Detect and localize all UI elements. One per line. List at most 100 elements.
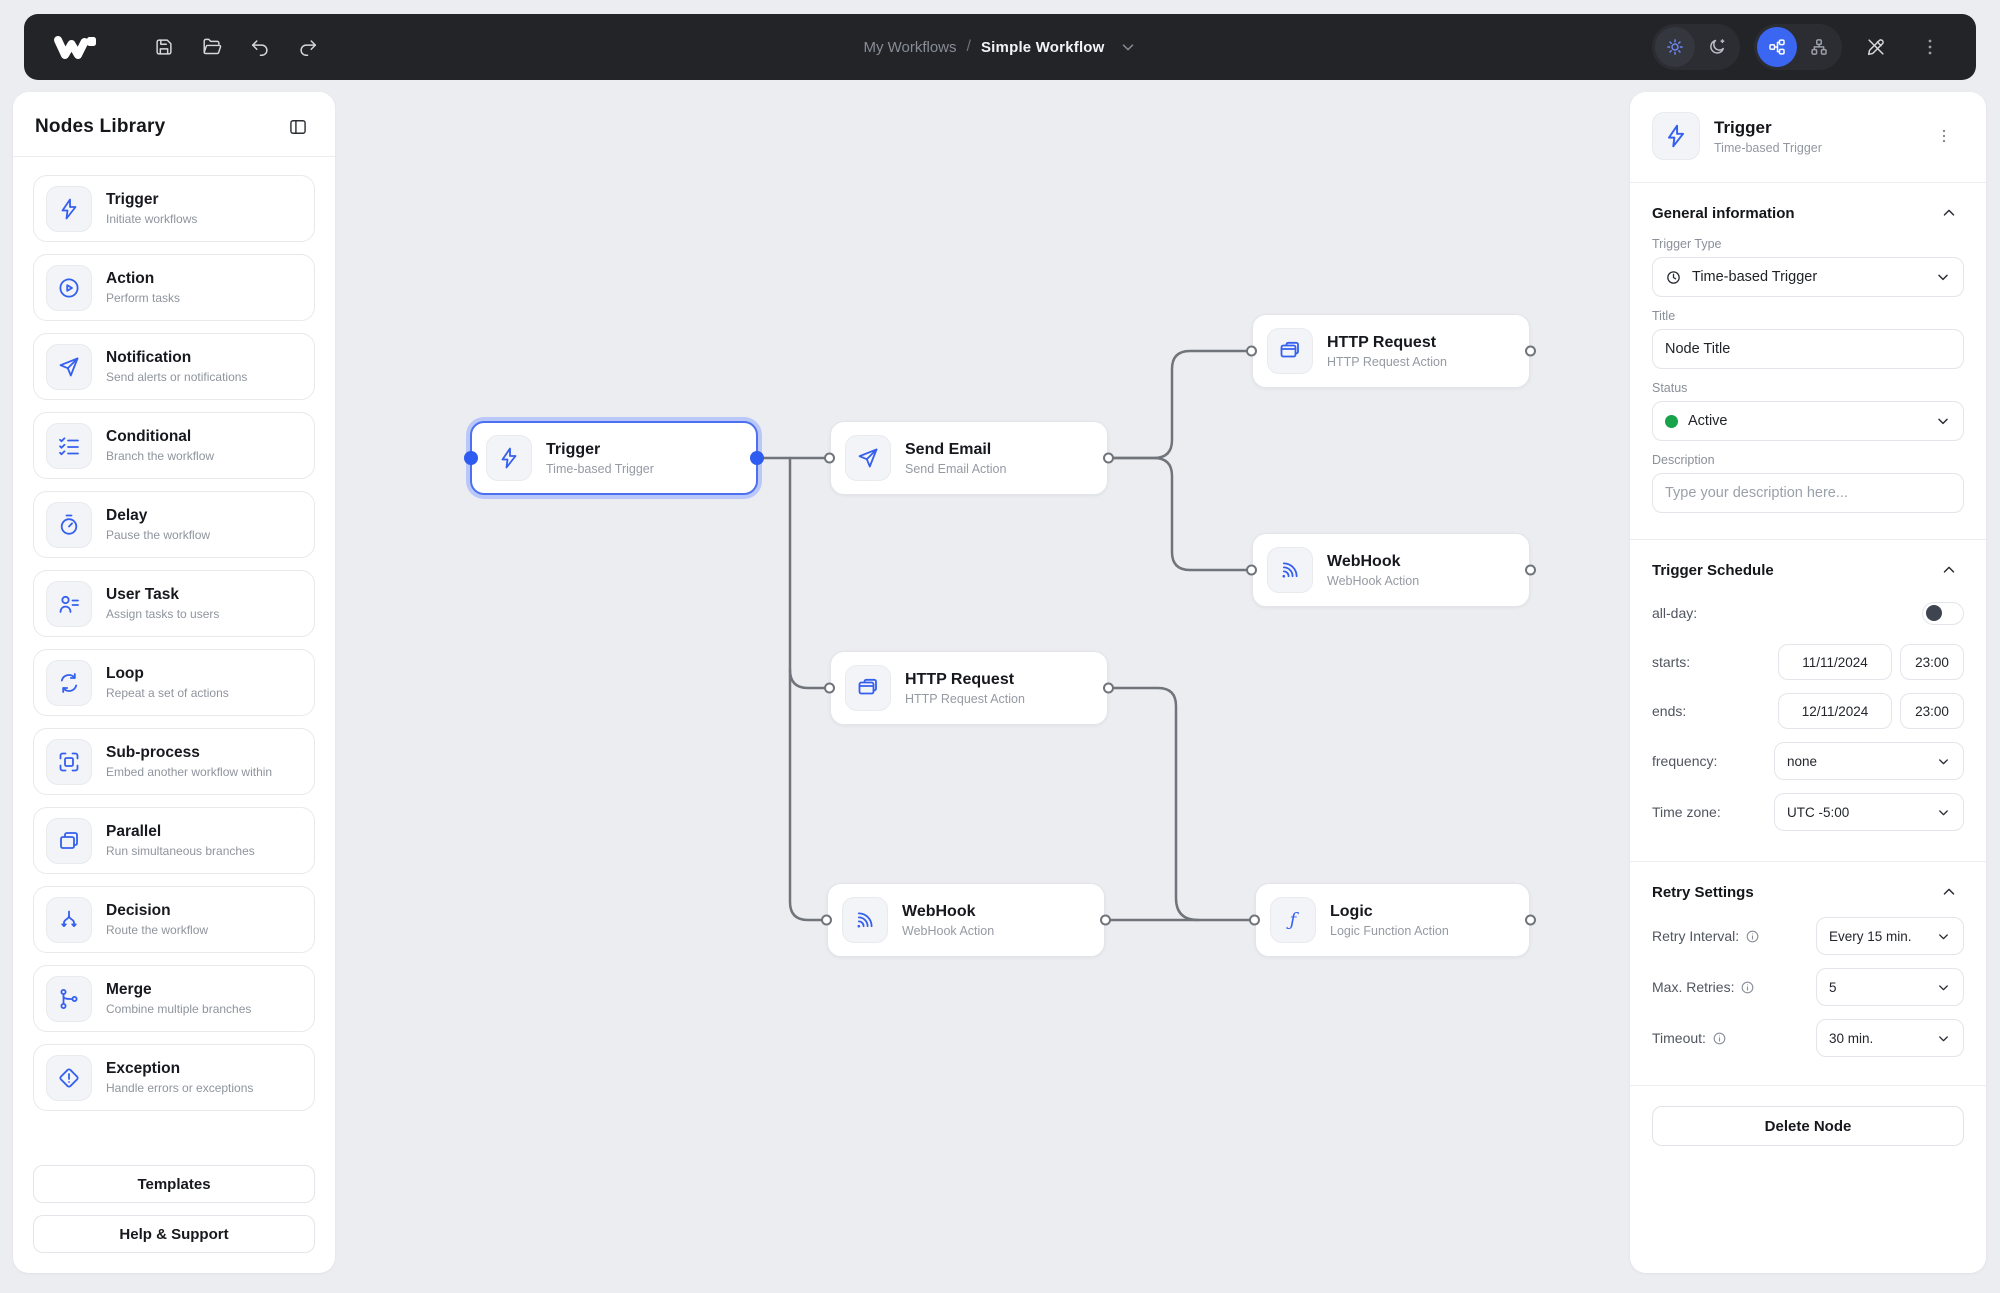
dark-theme-button[interactable] [1697, 27, 1737, 67]
description-label: Description [1652, 453, 1715, 467]
sidebar-item-description: Branch the workflow [106, 449, 215, 463]
output-handle[interactable] [1525, 914, 1536, 926]
redo-button[interactable] [288, 27, 328, 67]
inspector-menu-button[interactable] [1934, 121, 1964, 151]
merge-icon [60, 988, 78, 1009]
output-handle[interactable] [1525, 345, 1536, 357]
function-icon: ƒ [1270, 897, 1316, 943]
chevron-down-icon[interactable] [1119, 38, 1137, 56]
input-handle[interactable] [824, 682, 835, 694]
sidebar-item-description: Initiate workflows [106, 212, 198, 226]
divider [1630, 182, 1986, 183]
app-logo [50, 32, 108, 62]
description-input[interactable] [1652, 473, 1964, 513]
collapse-section-button[interactable] [1940, 558, 1964, 582]
max-retries-select[interactable]: 5 [1816, 968, 1964, 1006]
light-theme-button[interactable] [1655, 27, 1695, 67]
output-handle[interactable] [1103, 682, 1114, 694]
output-handle[interactable] [1100, 914, 1111, 926]
topbar-menu-button[interactable] [1910, 27, 1950, 67]
retry-settings-section: Retry Settings Retry Interval: Every 15 … [1630, 862, 1986, 1077]
input-handle[interactable] [1246, 345, 1257, 357]
starts-date-input[interactable]: 11/11/2024 [1778, 644, 1892, 680]
frequency-select[interactable]: none [1774, 742, 1964, 780]
collapse-section-button[interactable] [1940, 880, 1964, 904]
input-handle[interactable] [1246, 564, 1257, 576]
ends-date-input[interactable]: 12/11/2024 [1778, 693, 1892, 729]
timer-icon [46, 501, 92, 548]
title-input[interactable] [1652, 329, 1964, 369]
collapse-section-button[interactable] [1940, 201, 1964, 225]
open-folder-button[interactable] [192, 27, 232, 67]
save-button[interactable] [144, 27, 184, 67]
output-handle[interactable] [1103, 452, 1114, 464]
vertical-layout-button[interactable] [1799, 27, 1839, 67]
timezone-select[interactable]: UTC -5:00 [1774, 793, 1964, 831]
retry-interval-select[interactable]: Every 15 min. [1816, 917, 1964, 955]
sidebar-footer: Templates Help & Support [33, 1165, 315, 1253]
ends-time-input[interactable]: 23:00 [1900, 693, 1964, 729]
delete-node-button[interactable]: Delete Node [1652, 1106, 1964, 1146]
input-handle[interactable] [821, 914, 832, 926]
max-retries-label: Max. Retries: [1652, 979, 1755, 995]
send-icon [858, 448, 878, 468]
info-icon[interactable] [1740, 980, 1755, 995]
status-active-dot [1665, 414, 1678, 428]
horizontal-layout-button[interactable] [1757, 27, 1797, 67]
breadcrumb-parent[interactable]: My Workflows [863, 38, 957, 56]
sidebar-item-label: Trigger [106, 191, 159, 208]
output-handle[interactable] [750, 451, 764, 465]
trigger-type-select[interactable]: Time-based Trigger [1652, 257, 1964, 297]
timeout-select[interactable]: 30 min. [1816, 1019, 1964, 1057]
node-subtitle: WebHook Action [1327, 573, 1420, 588]
input-handle[interactable] [824, 452, 835, 464]
status-select[interactable]: Active [1652, 401, 1964, 441]
redo-icon [300, 40, 317, 56]
sidebar-item-label: Action [106, 270, 155, 287]
chevron-down-icon [1939, 933, 1948, 939]
input-handle[interactable] [464, 451, 478, 465]
browser-icon [1267, 328, 1313, 374]
input-handle[interactable] [1249, 914, 1260, 926]
inspector-header-text: Trigger Time-based Trigger [1714, 118, 1822, 155]
collapse-sidebar-button[interactable] [283, 112, 313, 142]
info-icon[interactable] [1745, 929, 1760, 944]
templates-button[interactable]: Templates [33, 1165, 315, 1203]
node-title: Trigger [546, 440, 601, 458]
edit-off-button[interactable] [1856, 27, 1896, 67]
output-handle[interactable] [1525, 564, 1536, 576]
info-icon[interactable] [1712, 1031, 1727, 1046]
breadcrumb-current[interactable]: Simple Workflow [980, 38, 1105, 56]
chevron-up-icon [1943, 566, 1955, 573]
help-support-button[interactable]: Help & Support [33, 1215, 315, 1253]
all-day-toggle[interactable] [1922, 601, 1964, 625]
topbar-right [1652, 24, 1950, 70]
undo-button[interactable] [240, 27, 280, 67]
hierarchy-icon [1811, 39, 1827, 55]
timer-icon [60, 514, 78, 535]
starts-time-input[interactable]: 23:00 [1900, 644, 1964, 680]
